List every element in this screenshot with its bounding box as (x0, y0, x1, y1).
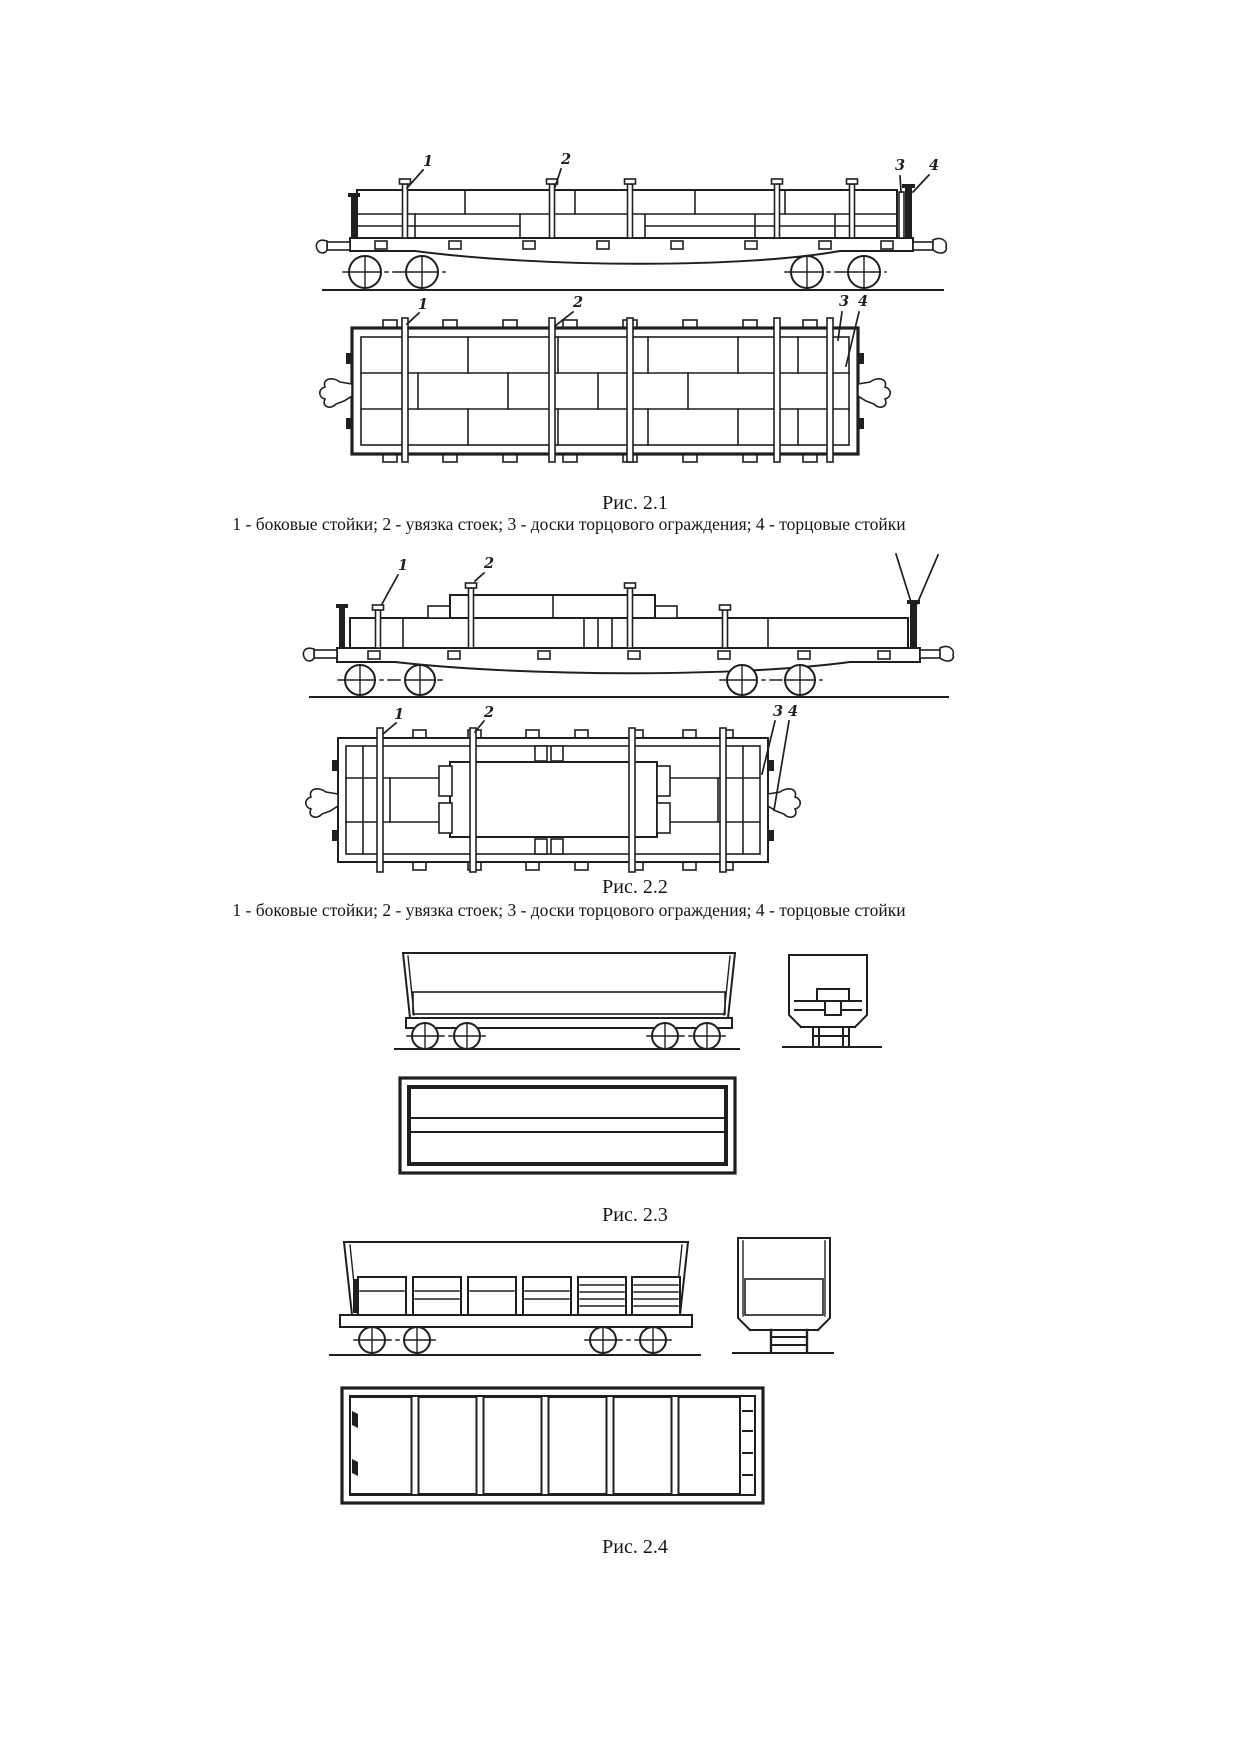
coupler-right (912, 237, 948, 254)
gondola-body (401, 951, 737, 1029)
callout-4: 4 (929, 157, 939, 174)
fig-2-4-plan-view (340, 1386, 765, 1505)
fig-2-4-side-view (329, 1240, 701, 1356)
wheels (337, 664, 823, 696)
fig-2-4-end-view (732, 1237, 834, 1354)
fig-2-1-plan-view: 1 2 3 4 (318, 293, 892, 463)
coupler-right (857, 353, 892, 429)
fig-2-1-caption: Рис. 2.1 (602, 492, 668, 514)
callouts: 1 2 3 4 (405, 293, 868, 368)
coupler-left (318, 353, 353, 429)
callouts: 1 2 3 4 (381, 703, 798, 811)
coupler-left (304, 760, 339, 841)
side-stakes (398, 178, 859, 239)
callout-1: 1 (423, 153, 433, 170)
end-boards (898, 191, 905, 239)
fig-2-1-side-view: 1 2 3 4 (315, 151, 948, 291)
callout-2: 2 (483, 704, 494, 721)
callout-1: 1 (398, 557, 408, 574)
stake-pockets-top (412, 729, 734, 739)
wheels (342, 255, 887, 289)
callout-4: 4 (858, 293, 868, 310)
left-edge-fittings (352, 1411, 358, 1476)
coupler-right (919, 645, 955, 662)
end-stake-left (336, 604, 348, 648)
fig-2-4-caption: Рис. 2.4 (602, 1536, 668, 1558)
end-stake-right (907, 600, 920, 648)
cargo-center-box (438, 761, 671, 838)
gondola-end-body (737, 1237, 831, 1332)
callouts: 1 2 (380, 552, 940, 606)
wagon-frame (340, 1386, 765, 1505)
wheels (353, 1326, 672, 1354)
compartment-dividers (410, 1395, 680, 1496)
side-stakes (376, 727, 727, 873)
callout-3: 3 (773, 703, 783, 720)
fig-2-3-caption: Рис. 2.3 (602, 1204, 668, 1226)
callouts: 1 2 3 4 (405, 151, 939, 194)
support-trestle (812, 1026, 850, 1047)
callout-4: 4 (788, 703, 798, 720)
fig-2-2-legend: 1 - боковые стойки; 2 - увязка стоек; 3 … (232, 900, 906, 920)
cargo-hatch-grid (744, 1278, 824, 1316)
cargo-upper-tier (427, 594, 678, 619)
wagon-underframe (349, 237, 914, 265)
end-stake-left (348, 193, 360, 238)
callout-3: 3 (839, 293, 849, 310)
callout-2: 2 (572, 294, 583, 311)
cargo-layers (794, 988, 862, 1016)
fig-2-2-side-view: 1 2 (302, 552, 955, 698)
fig-2-3-plan-view (398, 1076, 737, 1175)
fig-2-2-caption: Рис. 2.2 (602, 876, 668, 898)
callout-1: 1 (418, 296, 428, 313)
cargo-rows (409, 1087, 726, 1164)
fig-2-3-end-view (782, 954, 882, 1048)
coupler-left (315, 239, 351, 254)
callout-1: 1 (394, 706, 404, 723)
callout-2: 2 (483, 555, 494, 572)
cargo-crates (353, 1276, 681, 1316)
right-edge-channel (739, 1395, 753, 1496)
callout-2: 2 (560, 151, 571, 168)
fig-2-2-plan-view: 1 2 3 4 (304, 703, 802, 873)
coupler-right (767, 760, 802, 841)
wagon-frame (398, 1076, 737, 1175)
callout-3: 3 (895, 157, 905, 174)
wheels (406, 1022, 726, 1050)
cargo-crate-grid (412, 991, 726, 1015)
cargo-long-items (345, 745, 761, 855)
end-stake-right (902, 184, 915, 238)
cargo-boxes (360, 336, 850, 446)
side-stakes (401, 317, 834, 463)
ladder (769, 1328, 809, 1354)
fig-2-3-side-view (394, 951, 740, 1050)
fig-2-1-legend: 1 - боковые стойки; 2 - увязка стоек; 3 … (232, 514, 906, 534)
stake-pockets-bottom (412, 861, 734, 871)
side-stakes (371, 582, 732, 649)
wagon-frame (350, 326, 860, 456)
gondola-end-body (788, 954, 868, 1029)
coupler-left (302, 647, 338, 662)
